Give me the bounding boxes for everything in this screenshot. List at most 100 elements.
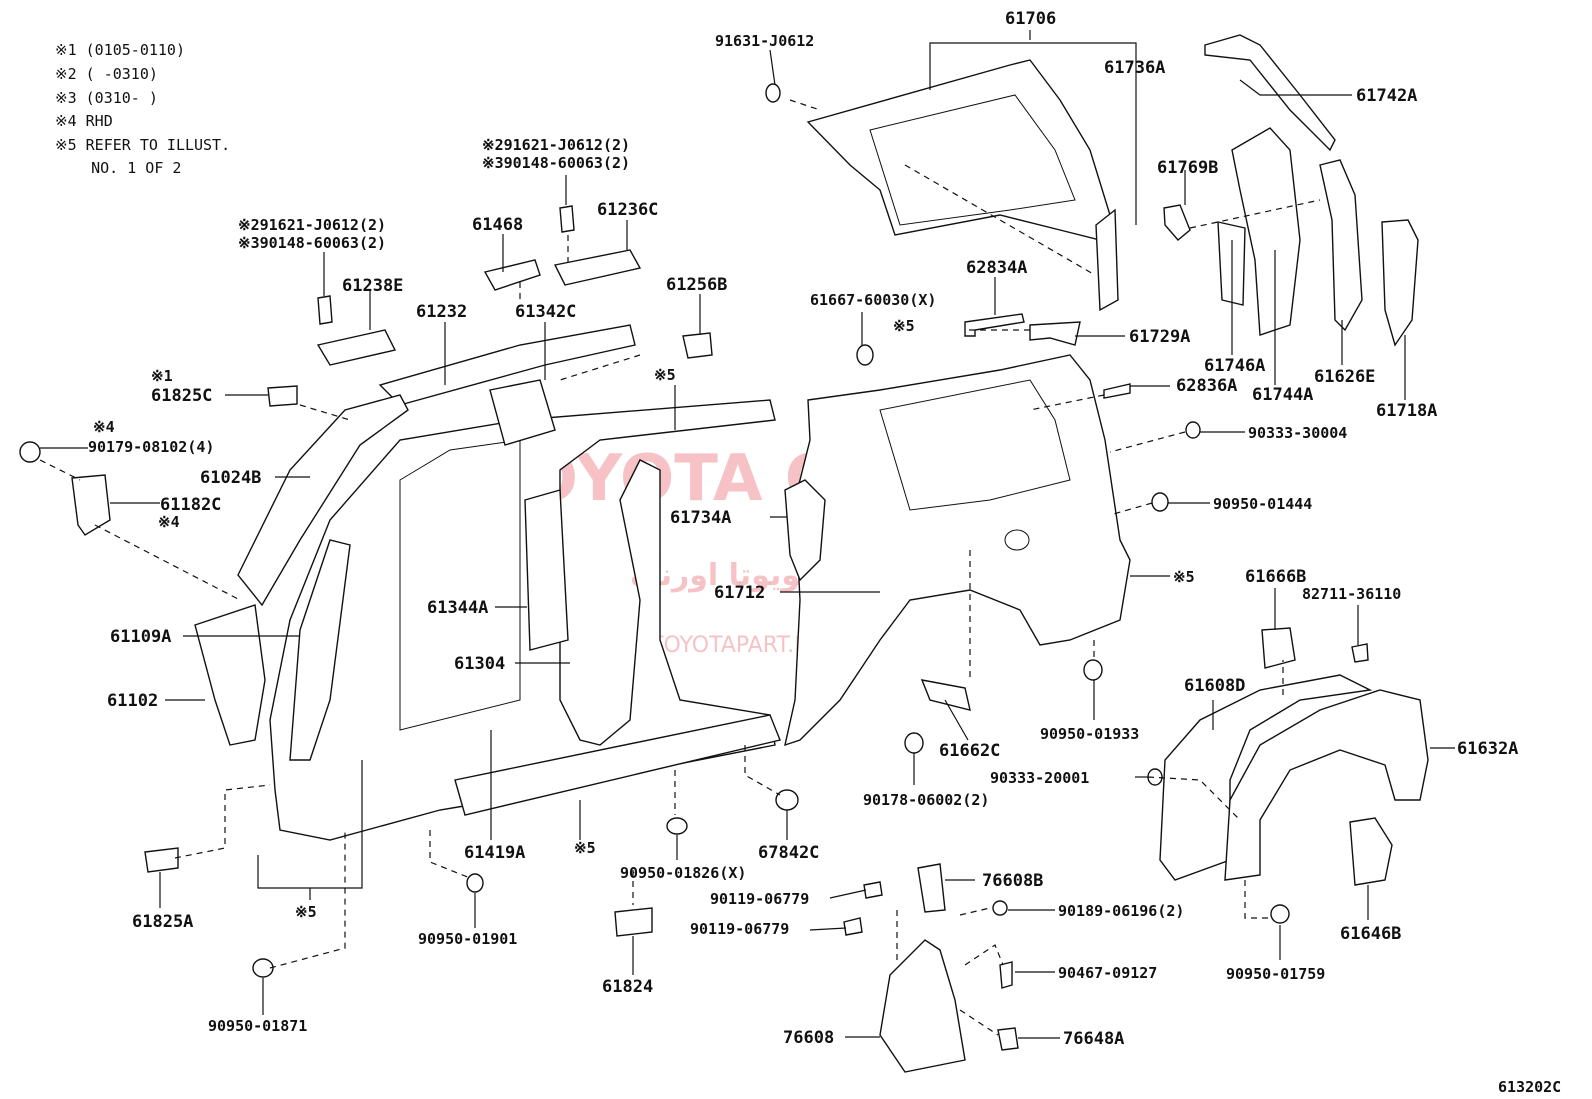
part-91621-top [559, 205, 575, 233]
note-ref-4: ※4 [93, 418, 115, 436]
part-76648A [997, 1027, 1019, 1051]
label-90950-01901: 90950-01901 [418, 930, 517, 948]
part-90950-01933 [1083, 659, 1103, 681]
label-90119-06779-b: 90119-06779 [690, 920, 789, 938]
part-90178 [904, 732, 924, 754]
part-61238E [316, 329, 397, 366]
label-61824: 61824 [602, 977, 653, 997]
note-line: ※1 (0105-0110) [55, 41, 185, 59]
label-61706: 61706 [1005, 9, 1056, 29]
label-61712: 61712 [714, 583, 765, 603]
part-61646B [1349, 817, 1393, 886]
part-61718A [1381, 219, 1419, 347]
part-61626E [1319, 159, 1363, 332]
part-67842C [775, 789, 799, 811]
part-90950-01826 [666, 817, 688, 835]
part-61825A [144, 847, 179, 873]
label-61632A: 61632A [1457, 739, 1518, 759]
part-90950-01759 [1270, 904, 1290, 924]
part-61632A [1224, 689, 1429, 881]
note-ref-5: ※5 [893, 317, 915, 335]
label-61468: 61468 [472, 215, 523, 235]
label-61304: 61304 [454, 654, 505, 674]
part-62836A [1103, 383, 1131, 399]
note-line: ※4 RHD [55, 112, 113, 130]
label-67842C: 67842C [758, 843, 819, 863]
part-61182C [71, 474, 111, 536]
part-61662C [920, 679, 971, 711]
label-90950-01759: 90950-01759 [1226, 965, 1325, 983]
part-61712 [784, 354, 1131, 747]
note-ref-5: ※5 [654, 366, 676, 384]
label-61626E: 61626E [1314, 367, 1375, 387]
label-61646B: 61646B [1340, 924, 1401, 944]
label-90950-01933: 90950-01933 [1040, 725, 1139, 743]
part-61342C [489, 379, 556, 446]
part-61109A [289, 539, 351, 761]
part-shapes [19, 34, 1429, 1073]
part-labels: 61706 91631-J0612 61736A 61742A 61769B 6… [88, 9, 1561, 1096]
part-76608 [879, 939, 966, 1073]
part-61468 [483, 259, 541, 291]
note-ref-1: ※1 [151, 367, 173, 385]
label-62834A: 62834A [966, 258, 1027, 278]
label-90950-01444: 90950-01444 [1213, 495, 1312, 513]
label-61825C: 61825C [151, 386, 212, 406]
label-61419A: 61419A [464, 843, 525, 863]
label-61825A: 61825A [132, 912, 193, 932]
label-62836A: 62836A [1176, 376, 1237, 396]
note-line: NO. 1 OF 2 [55, 159, 181, 177]
part-61256B [682, 332, 713, 359]
label-61734A: 61734A [670, 508, 731, 528]
part-61769B [1163, 204, 1191, 241]
part-76608B [917, 863, 946, 913]
note-line: ※2 ( -0310) [55, 65, 158, 83]
part-61024B [237, 394, 409, 607]
part-90119-a [863, 881, 883, 899]
label-61342C: 61342C [515, 302, 576, 322]
note-ref-4: ※4 [158, 513, 180, 531]
leader-lines [40, 30, 1455, 1039]
label-61238E: 61238E [342, 276, 403, 296]
part-90333-30004 [1185, 421, 1201, 439]
dashed-lines [39, 99, 1321, 1036]
label-90148-60063-top: ※390148-60063(2) [482, 154, 630, 172]
label-91631-J0612: 91631-J0612 [715, 32, 814, 50]
note-ref-5: ※5 [1173, 568, 1195, 586]
watermark-site: TOYOTAPART.IR [649, 633, 816, 658]
label-90179-08102: 90179-08102(4) [88, 438, 214, 456]
label-90148-60063-left: ※390148-60063(2) [238, 234, 386, 252]
part-61729A [1029, 321, 1081, 346]
note-ref-5: ※5 [295, 903, 317, 921]
part-61825C [267, 385, 298, 407]
label-61744A: 61744A [1252, 385, 1313, 405]
part-61419A [454, 714, 781, 816]
label-61729A: 61729A [1129, 327, 1190, 347]
label-90950-01871: 90950-01871 [208, 1017, 307, 1035]
part-61824 [614, 907, 653, 937]
label-61736A: 61736A [1104, 58, 1165, 78]
part-61102 [194, 604, 266, 746]
part-61667 [856, 344, 874, 366]
label-90467-09127: 90467-09127 [1058, 964, 1157, 982]
label-61742A: 61742A [1356, 86, 1417, 106]
label-61109A: 61109A [110, 627, 171, 647]
label-82711-36110: 82711-36110 [1302, 585, 1401, 603]
label-61344A: 61344A [427, 598, 488, 618]
part-90119-b [843, 917, 863, 936]
part-91631 [765, 83, 781, 103]
part-82711 [1351, 643, 1369, 663]
part-91621-left [317, 295, 333, 325]
part-61666B [1261, 627, 1296, 669]
label-61182C: 61182C [160, 495, 221, 515]
part-61742A [1204, 34, 1336, 152]
label-91621-J0612-left: ※291621-J0612(2) [238, 216, 386, 234]
label-90178-06002: 90178-06002(2) [863, 791, 989, 809]
note-line: ※5 REFER TO ILLUST. [55, 136, 230, 154]
label-90119-06779-a: 90119-06779 [710, 890, 809, 908]
label-61024B: 61024B [200, 468, 261, 488]
label-61746A: 61746A [1204, 356, 1265, 376]
part-61744A [1231, 127, 1301, 336]
part-61736A [1095, 208, 1119, 312]
